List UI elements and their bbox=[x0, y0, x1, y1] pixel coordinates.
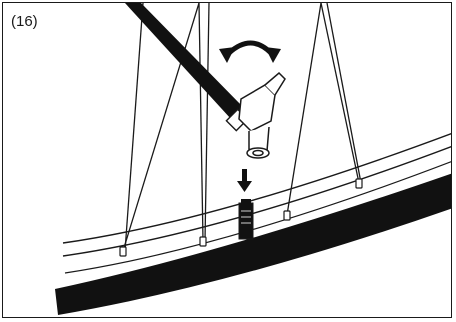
spoke bbox=[321, 3, 359, 183]
figure-frame: (16) bbox=[2, 2, 452, 318]
nipple bbox=[356, 179, 362, 188]
spoke bbox=[205, 3, 209, 241]
spoke bbox=[327, 3, 361, 183]
down-arrow-icon bbox=[237, 169, 252, 192]
illustration bbox=[3, 3, 452, 318]
tire-band bbox=[55, 173, 452, 315]
nipple bbox=[120, 247, 126, 256]
valve-stem bbox=[239, 199, 253, 239]
pump-head bbox=[239, 73, 285, 158]
spoke bbox=[287, 3, 321, 215]
spoke bbox=[199, 3, 203, 241]
nipple bbox=[284, 211, 290, 220]
pump-hose bbox=[125, 3, 243, 119]
nipple bbox=[200, 237, 206, 246]
rotate-arrow-icon bbox=[219, 43, 281, 63]
